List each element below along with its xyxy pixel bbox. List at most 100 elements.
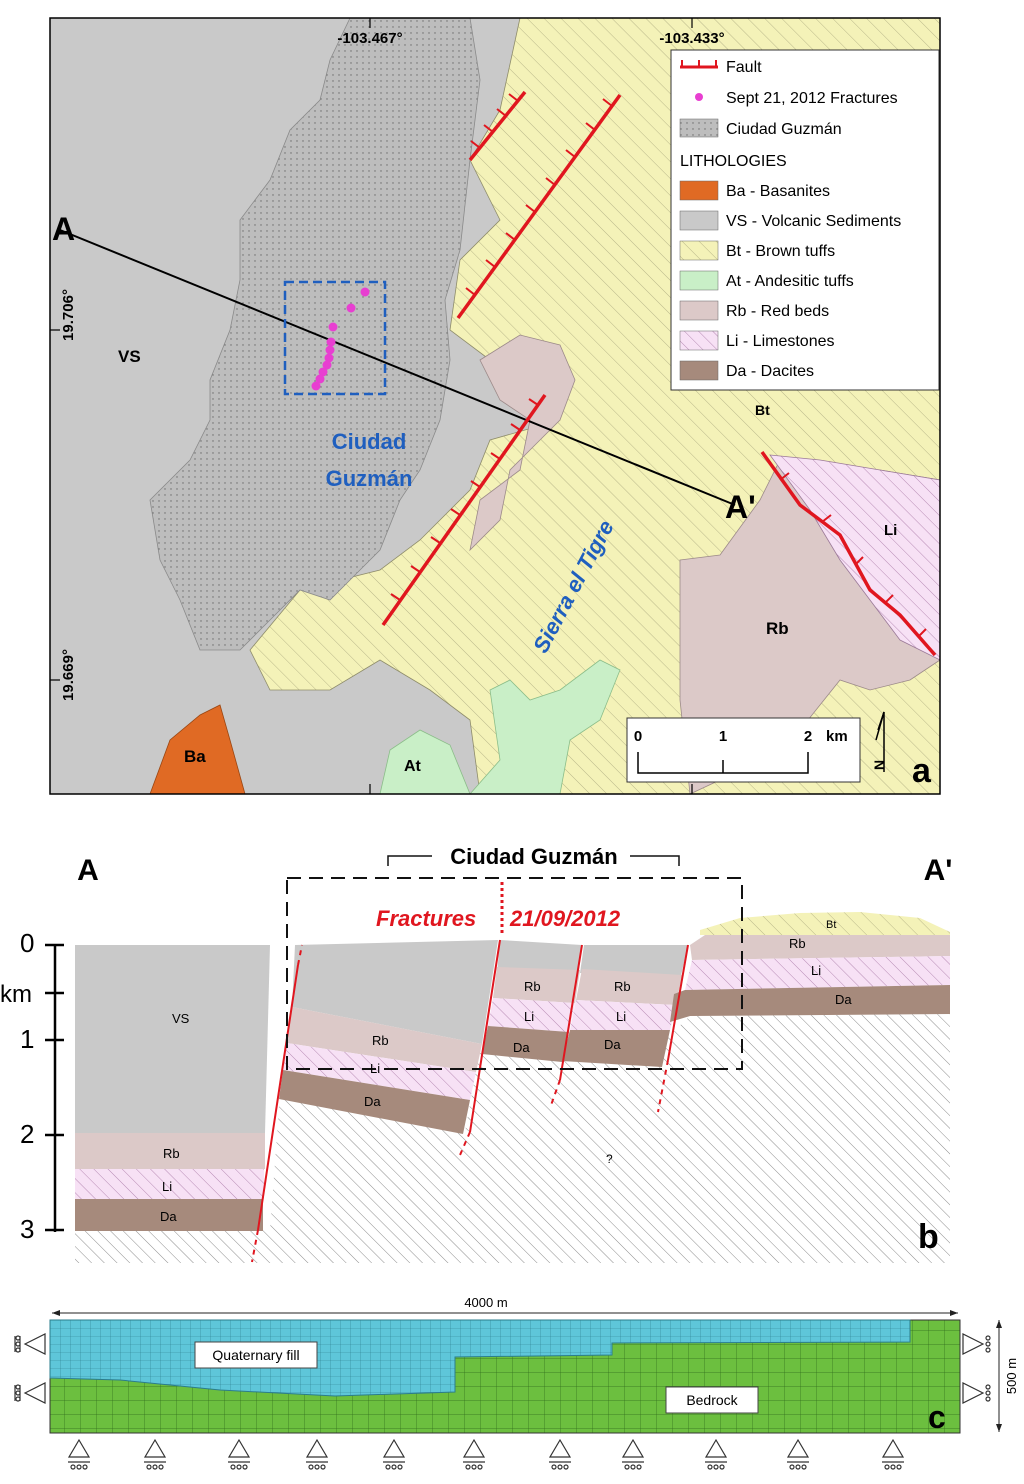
panel-b-letter: b: [918, 1218, 939, 1256]
legend-swatch-andesitic-tuffs: [679, 270, 719, 291]
section-label-li-middle: Li: [370, 1061, 380, 1076]
legend-label-brown-tuffs: Bt - Brown tuffs: [726, 243, 835, 260]
legend-fault-label: Fault: [726, 59, 762, 76]
legend-swatch-volcanic-sediments: [679, 210, 719, 231]
study-area-box: [283, 280, 387, 396]
section-label-li-left: Li: [162, 1179, 172, 1194]
section-label-li-3: Li: [616, 1009, 626, 1024]
section-label-unknown: ?: [606, 1152, 613, 1166]
section-faults: [251, 882, 689, 1263]
city-bracket: [387, 855, 680, 866]
scalebar-tick-1: 1: [719, 728, 727, 745]
section-label-da-2: Da: [513, 1040, 530, 1055]
quaternary-fill-mesh: [49, 1319, 911, 1397]
quaternary-fill-box: [194, 1341, 318, 1369]
legend-label-volcanic-sediments: VS - Volcanic Sediments: [726, 213, 901, 230]
right-support-icons: [962, 1333, 991, 1404]
legend-swatch-red-beds: [679, 300, 719, 321]
section-label-rb-right: Rb: [789, 936, 806, 951]
map-label-li: Li: [884, 522, 897, 539]
section-line: [59, 229, 736, 506]
quaternary-fill-label: Quaternary fill: [212, 1347, 299, 1363]
legend-swatch-basanites: [679, 180, 719, 201]
mesh-height-label: 500 m: [1004, 1358, 1019, 1394]
map-label-rb: Rb: [766, 619, 789, 638]
legend-city-symbol: [679, 118, 719, 138]
lon-label-1: -103.467°: [337, 30, 402, 47]
depth-tick-3: 3: [20, 1214, 34, 1244]
li-block-3: [570, 1000, 676, 1030]
depth-axis: [45, 943, 64, 1232]
map-label-bt: Bt: [755, 402, 770, 418]
depth-tick-2: 2: [20, 1119, 34, 1149]
depth-tick-1: 1: [20, 1024, 34, 1054]
map-legend: Fault Sept 21, 2012 Fractures Ciudad Guz…: [670, 49, 940, 391]
legend-fracture-symbol: [695, 93, 703, 101]
scalebar-tick-0: 0: [634, 728, 642, 745]
legend-label-red-beds: Rb - Red beds: [726, 303, 829, 320]
da-block-2: [482, 1026, 569, 1062]
section-end-label: A': [725, 489, 756, 525]
andesitic-tuffs-area-2: [469, 659, 621, 795]
legend-swatch-limestones: [679, 330, 719, 351]
panel-a-letter: a: [912, 752, 932, 790]
scalebar-unit: km: [826, 728, 848, 745]
map-label-city-1: Ciudad: [332, 429, 407, 454]
map-label-city-2: Guzmán: [326, 466, 413, 491]
li-middle-block: [283, 1043, 476, 1100]
section-label-li-2: Li: [524, 1009, 534, 1024]
section-b-right-label: A': [924, 854, 953, 887]
vs-left-block: [75, 945, 270, 1133]
legend-fracture-label: Sept 21, 2012 Fractures: [726, 90, 898, 107]
section-b-left-label: A: [77, 854, 99, 887]
section-label-da-middle: Da: [364, 1094, 381, 1109]
north-arrow-label: N: [871, 760, 887, 770]
vs-middle-block: [292, 940, 498, 1044]
section-b-fractures-date: 21/09/2012: [509, 906, 621, 931]
mesh-width-label: 4000 m: [464, 1295, 507, 1310]
section-b-city-label: Ciudad Guzmán: [450, 844, 617, 869]
fault-ticks: [390, 93, 927, 638]
li-left-block: [75, 1169, 264, 1199]
section-label-vs: VS: [172, 1011, 190, 1026]
lon-label-2: -103.433°: [659, 30, 724, 47]
panel-c-letter: c: [928, 1399, 946, 1435]
fault-3: [381, 393, 547, 627]
north-arrow-icon: [875, 711, 885, 772]
legend-swatch-dacites: [679, 360, 719, 381]
map-label-at: At: [404, 758, 422, 775]
da-block-3: [562, 1030, 670, 1067]
fault-1: [468, 90, 527, 162]
mesh-panel: [49, 1310, 1002, 1434]
fault-4: [760, 450, 937, 657]
red-beds-area-1: [469, 334, 576, 552]
bottom-support-icons: [67, 1438, 905, 1470]
graticule-ticks: [50, 18, 693, 794]
legend-swatch-brown-tuffs: [679, 240, 719, 261]
legend-label-dacites: Da - Dacites: [726, 363, 814, 380]
rb-middle-block: [287, 1007, 482, 1072]
map-label-vs: VS: [118, 347, 141, 366]
section-label-rb-middle: Rb: [372, 1033, 389, 1048]
map-label-ba: Ba: [184, 747, 206, 766]
scalebar-tick-2: 2: [804, 728, 812, 745]
section-label-da-3: Da: [604, 1037, 621, 1052]
depth-tick-0: 0: [20, 928, 34, 958]
da-right-block: [670, 985, 950, 1022]
lat-label-1: 19.706°: [60, 289, 77, 341]
legend-city-label: Ciudad Guzmán: [726, 121, 842, 138]
legend-label-basanites: Ba - Basanites: [726, 183, 830, 200]
depth-unit: km: [0, 981, 32, 1008]
fracture-points: [311, 287, 370, 391]
limestones-area: [769, 454, 941, 661]
rb-left-block: [75, 1133, 265, 1169]
legend-label-limestones: Li - Limestones: [726, 333, 835, 350]
left-support-icons: [14, 1333, 46, 1404]
fault-2: [456, 93, 622, 320]
li-block-2: [488, 998, 575, 1032]
fault-lines: [381, 90, 937, 657]
bedrock-unit: [75, 1014, 950, 1263]
section-label-rb-3: Rb: [614, 979, 631, 994]
legend-fault-symbol: [680, 60, 718, 69]
